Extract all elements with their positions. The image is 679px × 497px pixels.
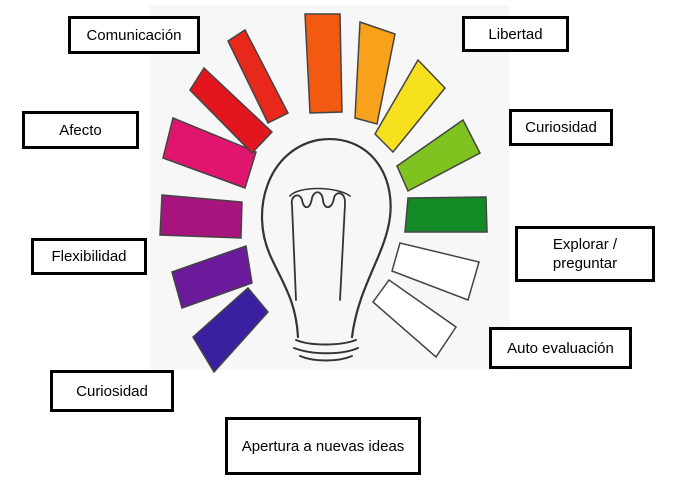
ray-indigo bbox=[192, 286, 269, 374]
label-libertad: Libertad bbox=[462, 16, 569, 52]
label-curiosidad-right: Curiosidad bbox=[509, 109, 613, 146]
ray-green bbox=[396, 118, 482, 193]
bulb-base-3 bbox=[299, 355, 353, 362]
label-curiosidad-left: Curiosidad bbox=[50, 370, 174, 412]
label-afecto: Afecto bbox=[22, 111, 139, 149]
ray-red bbox=[189, 66, 274, 155]
color-rays bbox=[159, 13, 488, 374]
label-flexibilidad-text: Flexibilidad bbox=[51, 248, 127, 265]
label-libertad-text: Libertad bbox=[488, 25, 543, 43]
ray-pink bbox=[162, 116, 257, 189]
label-flexibilidad: Flexibilidad bbox=[31, 238, 147, 275]
bulb-filament bbox=[290, 191, 346, 301]
bulb-base-1 bbox=[295, 339, 357, 346]
label-apertura-nuevas-ideas: Apertura a nuevas ideas bbox=[225, 417, 421, 475]
label-auto-evaluacion: Auto evaluación bbox=[489, 327, 632, 369]
label-curiosidad-left-text: Curiosidad bbox=[76, 382, 148, 400]
ray-magenta bbox=[159, 194, 243, 239]
bulb-glass bbox=[261, 137, 392, 339]
ray-crimson bbox=[227, 28, 290, 125]
label-explorar-preguntar: Explorar / preguntar bbox=[515, 226, 655, 282]
ray-purple bbox=[171, 244, 253, 309]
ray-white-2 bbox=[371, 278, 458, 359]
label-comunicacion: Comunicación bbox=[68, 16, 200, 54]
label-afecto-text: Afecto bbox=[59, 121, 102, 139]
lightbulb bbox=[261, 137, 392, 362]
label-explorar-preguntar-text: Explorar / preguntar bbox=[552, 236, 618, 272]
ray-yellow bbox=[374, 58, 447, 154]
ray-orange bbox=[354, 20, 396, 125]
label-apertura-nuevas-ideas-text: Apertura a nuevas ideas bbox=[241, 437, 405, 455]
ray-white-1 bbox=[391, 242, 480, 301]
label-auto-evaluacion-text: Auto evaluación bbox=[507, 339, 614, 357]
ray-orange-red bbox=[304, 13, 343, 114]
bulb-filament-top bbox=[289, 187, 351, 197]
bulb-base-2 bbox=[293, 347, 359, 355]
ray-dark-green bbox=[404, 196, 488, 233]
label-curiosidad-right-text: Curiosidad bbox=[525, 119, 597, 136]
label-comunicacion-text: Comunicación bbox=[86, 26, 182, 44]
